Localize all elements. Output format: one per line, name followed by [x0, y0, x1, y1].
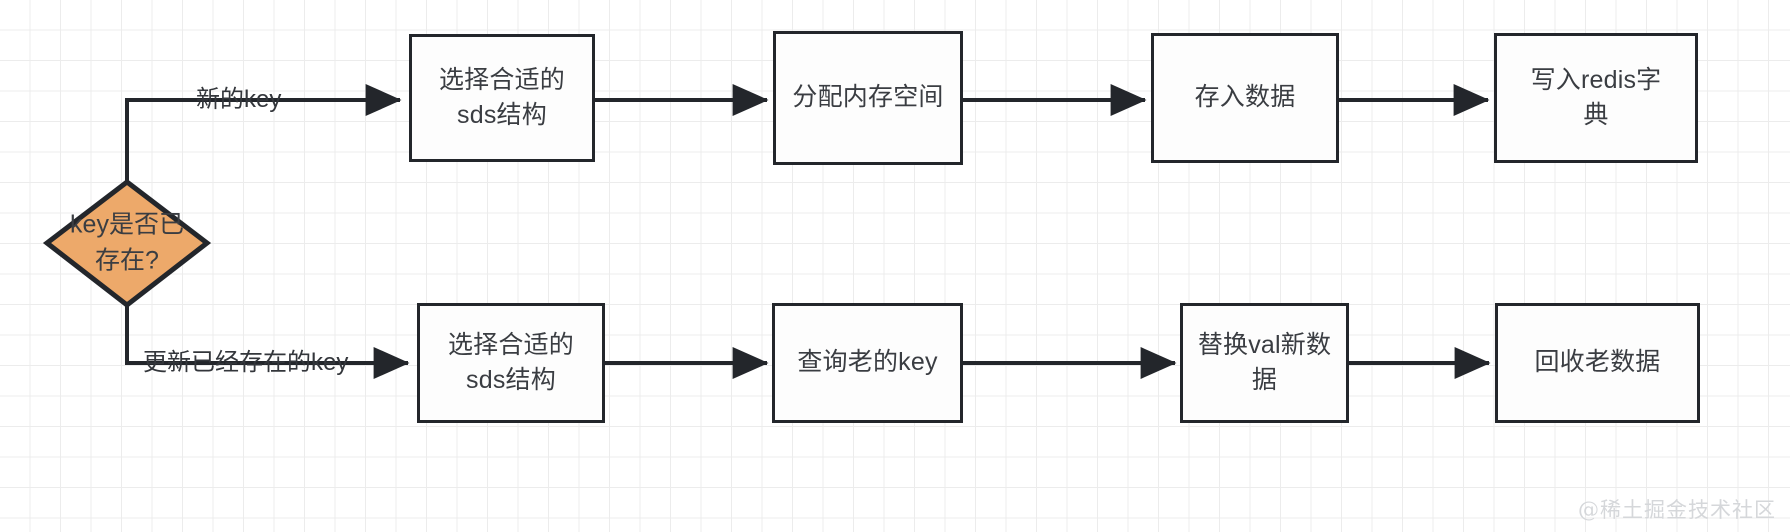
edge-label-new-key: 新的key — [196, 86, 282, 113]
node-choose-sds-bottom[interactable]: 选择合适的 sds结构 — [417, 303, 605, 423]
edge-label-update-existing-key: 更新已经存在的key — [143, 349, 349, 376]
node-reclaim-old-data[interactable]: 回收老数据 — [1495, 303, 1700, 423]
watermark: @稀土掘金技术社区 — [1578, 498, 1776, 522]
edge-decision-to-top — [125, 84, 402, 182]
decision-diamond[interactable] — [42, 178, 212, 309]
edge-decision-to-bottom — [125, 305, 410, 379]
node-choose-sds-top[interactable]: 选择合适的 sds结构 — [409, 34, 595, 162]
node-query-old-key[interactable]: 查询老的key — [772, 303, 963, 423]
node-write-redis-dict[interactable]: 写入redis字 典 — [1494, 33, 1698, 163]
node-alloc-memory[interactable]: 分配内存空间 — [773, 31, 963, 165]
node-store-data[interactable]: 存入数据 — [1151, 33, 1339, 163]
node-replace-val[interactable]: 替换val新数 据 — [1180, 303, 1349, 423]
